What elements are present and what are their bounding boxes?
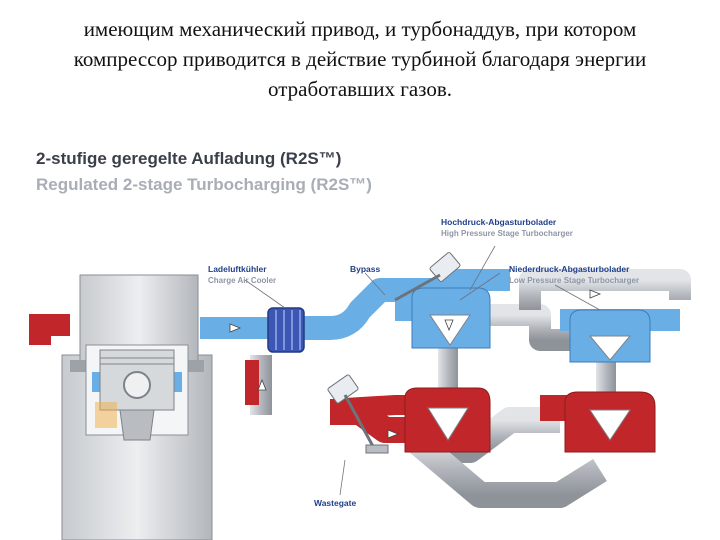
label-hp-turbo-de: Hochdruck-Abgasturbolader — [441, 217, 557, 227]
bypass-valve — [394, 252, 461, 302]
label-hp-turbo-en: High Pressure Stage Turbocharger — [441, 229, 573, 238]
label-bypass: Bypass — [350, 264, 381, 274]
caption-text: имеющим механический привод, и турбонадд… — [20, 14, 700, 104]
label-lp-turbo-de: Niederdruck-Abgasturbolader — [509, 264, 630, 274]
lp-turbocharger — [564, 309, 656, 453]
diagram-title-de: 2-stufige geregelte Aufladung (R2S™) — [36, 149, 341, 168]
label-cooler-en: Charge Air Cooler — [208, 276, 276, 285]
wastegate-valve — [327, 374, 389, 454]
hp-turbocharger — [404, 287, 491, 453]
label-wastegate: Wastegate — [314, 498, 356, 508]
caption-line-2: компрессор приводится в действие турбино… — [73, 47, 647, 71]
label-lp-turbo-en: Low Pressure Stage Turbocharger — [509, 276, 639, 285]
caption-line-1: имеющим механический привод, и турбонадд… — [83, 17, 637, 41]
label-cooler-de: Ladeluftkühler — [208, 264, 267, 274]
turbocharging-diagram: 2-stufige geregelte Aufladung (R2S™) Reg… — [27, 149, 691, 540]
engine-block — [61, 274, 213, 540]
diagram-title-en: Regulated 2-stage Turbocharging (R2S™) — [36, 175, 372, 194]
charge-air-cooler — [267, 307, 305, 353]
caption-line-3: отработавших газов. — [268, 77, 452, 101]
leader-lines — [244, 245, 601, 496]
flow-arrows — [229, 289, 602, 439]
